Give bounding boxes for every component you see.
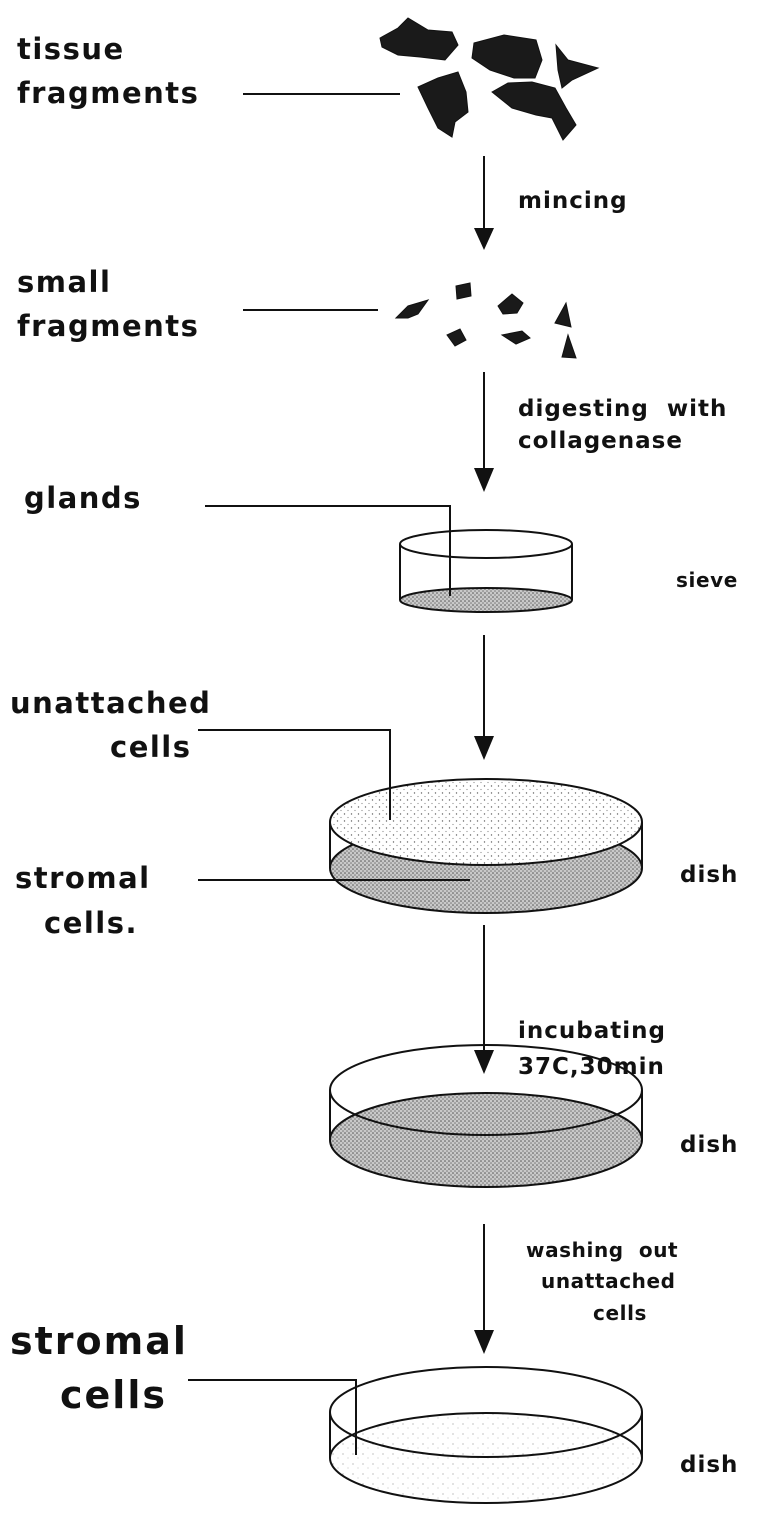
small-fragments-label-line1: small	[17, 265, 111, 299]
step-washing-label-line1: washing out	[526, 1238, 678, 1262]
dish-1-label: dish	[680, 862, 738, 888]
step-digesting-label-line2: collagenase	[518, 428, 683, 454]
leader-lines	[188, 94, 470, 1455]
stromal-cells-final-label-line1: stromal	[10, 1319, 188, 1363]
glands-label: glands	[24, 481, 142, 515]
small-fragments-icon	[396, 283, 576, 358]
step-incubating-label-line1: incubating	[518, 1018, 666, 1044]
sieve-label: sieve	[676, 568, 738, 592]
dish-3-icon	[330, 1367, 642, 1503]
step-washing-label-line3: cells	[593, 1301, 647, 1325]
small-fragments-label-line2: fragments	[17, 309, 199, 343]
sieve-icon	[400, 530, 572, 612]
stromal-cells-label-line1: stromal	[15, 861, 151, 895]
tissue-fragments-icon	[380, 18, 598, 140]
step-digesting-label-line1: digesting with	[518, 396, 727, 422]
tissue-fragments-label-line2: fragments	[17, 76, 199, 110]
dish-3-label: dish	[680, 1452, 738, 1478]
step-mincing-label: mincing	[518, 188, 628, 214]
dish-2-label: dish	[680, 1132, 738, 1158]
unattached-cells-label-line1: unattached	[10, 686, 211, 720]
tissue-fragments-label-line1: tissue	[17, 32, 125, 66]
step-washing-label-line2: unattached	[541, 1269, 676, 1293]
step-incubating-label-line2: 37C,30min	[518, 1054, 665, 1080]
unattached-cells-label-line2: cells	[110, 730, 192, 764]
stromal-cells-final-label-line2: cells	[60, 1373, 167, 1417]
stromal-cells-label-line2: cells.	[44, 906, 138, 940]
dish-1-icon	[330, 779, 642, 913]
